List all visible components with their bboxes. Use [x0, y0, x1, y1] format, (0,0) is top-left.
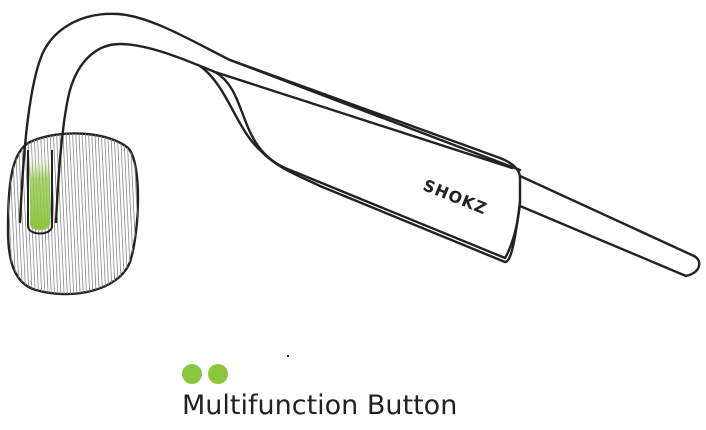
legend-dot — [208, 364, 228, 384]
pad-hatch-line — [146, 130, 154, 300]
pad-hatch-line — [143, 130, 151, 300]
pad-hatch-line — [140, 130, 148, 300]
legend-dot — [182, 364, 202, 384]
multifunction-button-highlight — [28, 150, 52, 234]
legend-label: Multifunction Button — [182, 392, 457, 419]
pad-hatch-line — [149, 130, 157, 300]
brand-logo: SHOKZ — [420, 176, 490, 219]
rear-band — [520, 176, 699, 276]
battery-housing — [200, 60, 520, 262]
stray-mark — [287, 355, 289, 357]
